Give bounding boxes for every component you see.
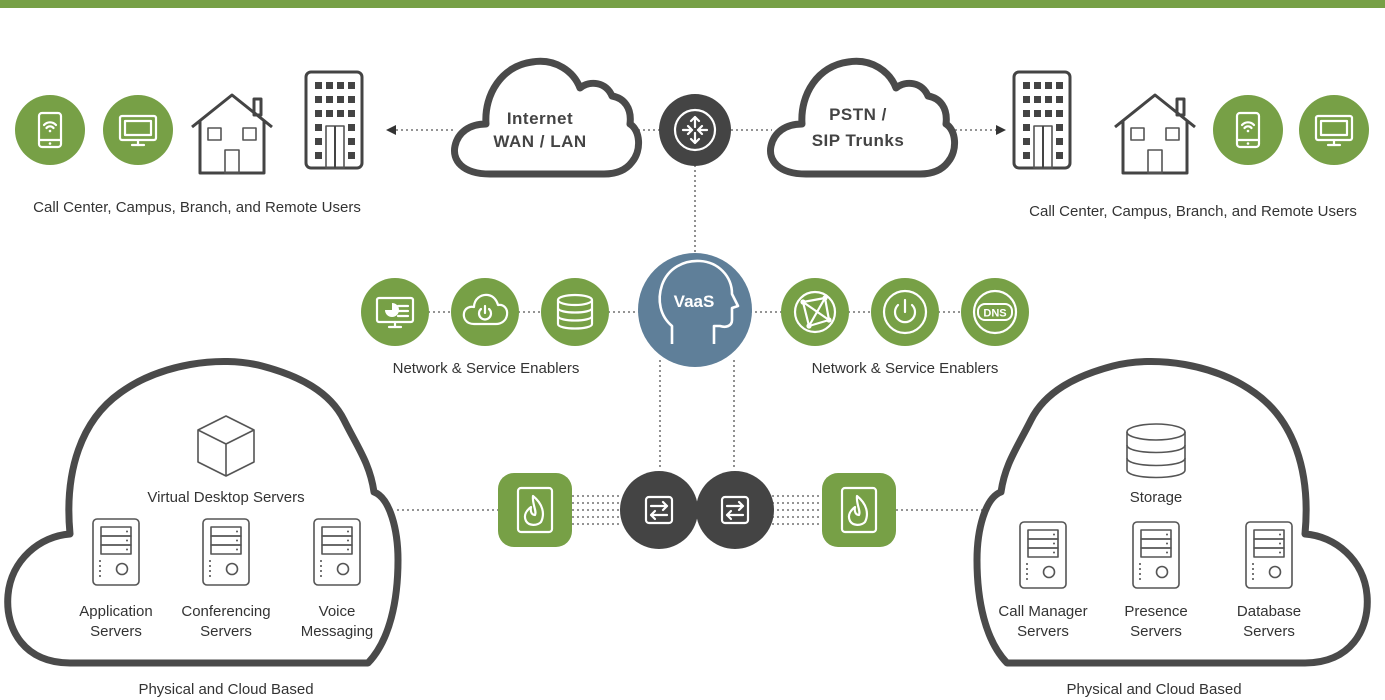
database-icon [541, 278, 609, 346]
storage-database-icon [1126, 423, 1186, 479]
left-datacenter-cloud: Virtual Desktop Servers Application Serv… [4, 358, 402, 667]
right-users-group: Call Center, Campus, Branch, and Remote … [1012, 70, 1369, 220]
right-server-1-line2: Servers [1017, 623, 1069, 640]
cube-icon [197, 415, 255, 477]
internet-cloud: Internet WAN / LAN [451, 57, 642, 178]
internet-cloud-line2: WAN / LAN [493, 132, 586, 151]
firewall-icon [820, 471, 898, 549]
office-building-icon [1012, 70, 1072, 170]
left-enablers: Network & Service Enablers [361, 278, 609, 377]
power-icon [871, 278, 939, 346]
dns-icon: DNS [961, 278, 1029, 346]
monitor-icon [103, 95, 173, 165]
right-server-2-line2: Servers [1130, 623, 1182, 640]
virtual-desktop-label: Virtual Desktop Servers [147, 489, 304, 506]
right-datacenter-cloud: Storage Call Manager Servers Presence Se… [973, 358, 1371, 667]
right-server-3-line1: Database [1237, 603, 1301, 620]
right-server-3-line2: Servers [1243, 623, 1295, 640]
vaas-label: VaaS [674, 292, 715, 311]
left-users-group: Call Center, Campus, Branch, and Remote … [15, 70, 364, 216]
left-server-1-line1: Application [79, 603, 152, 620]
switch-icon [620, 471, 698, 549]
left-server-2-line1: Conferencing [181, 603, 270, 620]
office-building-icon [304, 70, 364, 170]
tablet-icon [1213, 95, 1283, 165]
network-globe-icon [781, 278, 849, 346]
switch-icon [696, 471, 774, 549]
firewall-icon [496, 471, 574, 549]
right-server-1-line1: Call Manager [998, 603, 1087, 620]
left-server-1-line2: Servers [90, 623, 142, 640]
pstn-cloud-line2: SIP Trunks [812, 131, 905, 150]
left-server-2-line2: Servers [200, 623, 252, 640]
pstn-cloud: PSTN / SIP Trunks [767, 57, 958, 178]
left-enablers-caption: Network & Service Enablers [393, 360, 580, 377]
right-enablers: DNS Network & Service Enablers [781, 278, 1029, 377]
left-server-3-line2: Messaging [301, 623, 374, 640]
storage-label: Storage [1130, 489, 1183, 506]
cloud-power-icon [451, 278, 519, 346]
left-server-3-line1: Voice [319, 603, 356, 620]
house-icon [1113, 93, 1197, 175]
connector-lines [386, 125, 1006, 525]
pstn-cloud-line1: PSTN / [829, 105, 887, 124]
top-accent-bar [0, 0, 1385, 8]
right-server-2-line1: Presence [1124, 603, 1187, 620]
monitor-icon [1299, 95, 1369, 165]
left-datacenter-caption: Physical and Cloud Based [138, 681, 313, 698]
tablet-icon [15, 95, 85, 165]
vaas-core: VaaS [638, 253, 752, 367]
internet-cloud-line1: Internet [507, 109, 573, 128]
right-enablers-caption: Network & Service Enablers [812, 360, 999, 377]
house-icon [190, 93, 274, 175]
router-icon [659, 94, 731, 166]
left-users-caption: Call Center, Campus, Branch, and Remote … [33, 199, 361, 216]
presentation-monitor-icon [361, 278, 429, 346]
dns-text: DNS [983, 308, 1006, 320]
right-datacenter-caption: Physical and Cloud Based [1066, 681, 1241, 698]
right-users-caption: Call Center, Campus, Branch, and Remote … [1029, 203, 1357, 220]
